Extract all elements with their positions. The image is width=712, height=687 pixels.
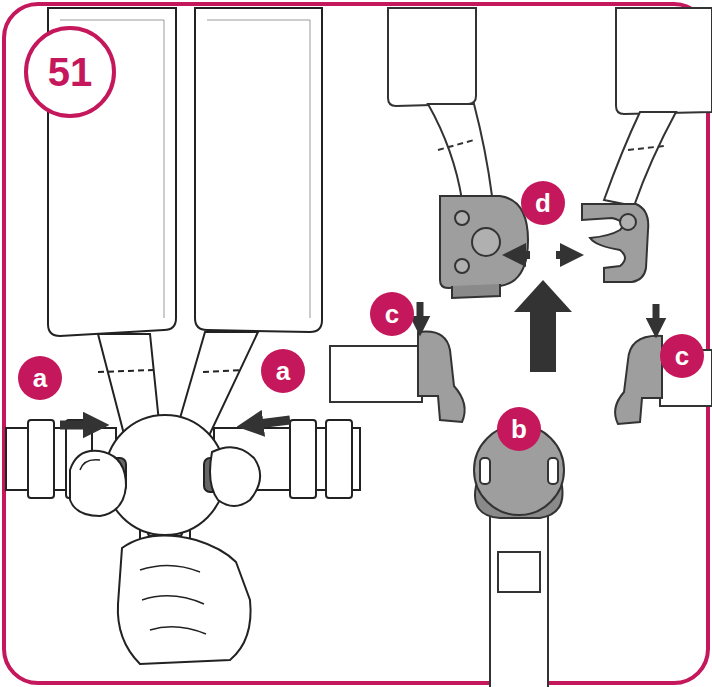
callout-letter: b <box>511 416 527 442</box>
callout-letter: c <box>385 301 399 327</box>
callout-letter: d <box>535 190 551 216</box>
separate-arrow <box>514 251 530 259</box>
callout-letter: a <box>276 358 290 384</box>
callout-letter: c <box>675 343 689 369</box>
press-arrow <box>250 420 290 425</box>
insert-arrow <box>514 280 572 372</box>
step-number: 51 <box>48 52 93 92</box>
exploded-buckle <box>330 8 712 687</box>
press-arrow <box>60 421 96 430</box>
release-arrow <box>417 302 424 326</box>
frame <box>4 4 708 683</box>
separate-arrow <box>556 251 572 259</box>
callout-badges <box>18 181 704 451</box>
harness-view <box>6 8 360 664</box>
release-arrow <box>653 304 660 328</box>
callout-letter: a <box>33 365 47 391</box>
step-badge <box>26 28 114 116</box>
